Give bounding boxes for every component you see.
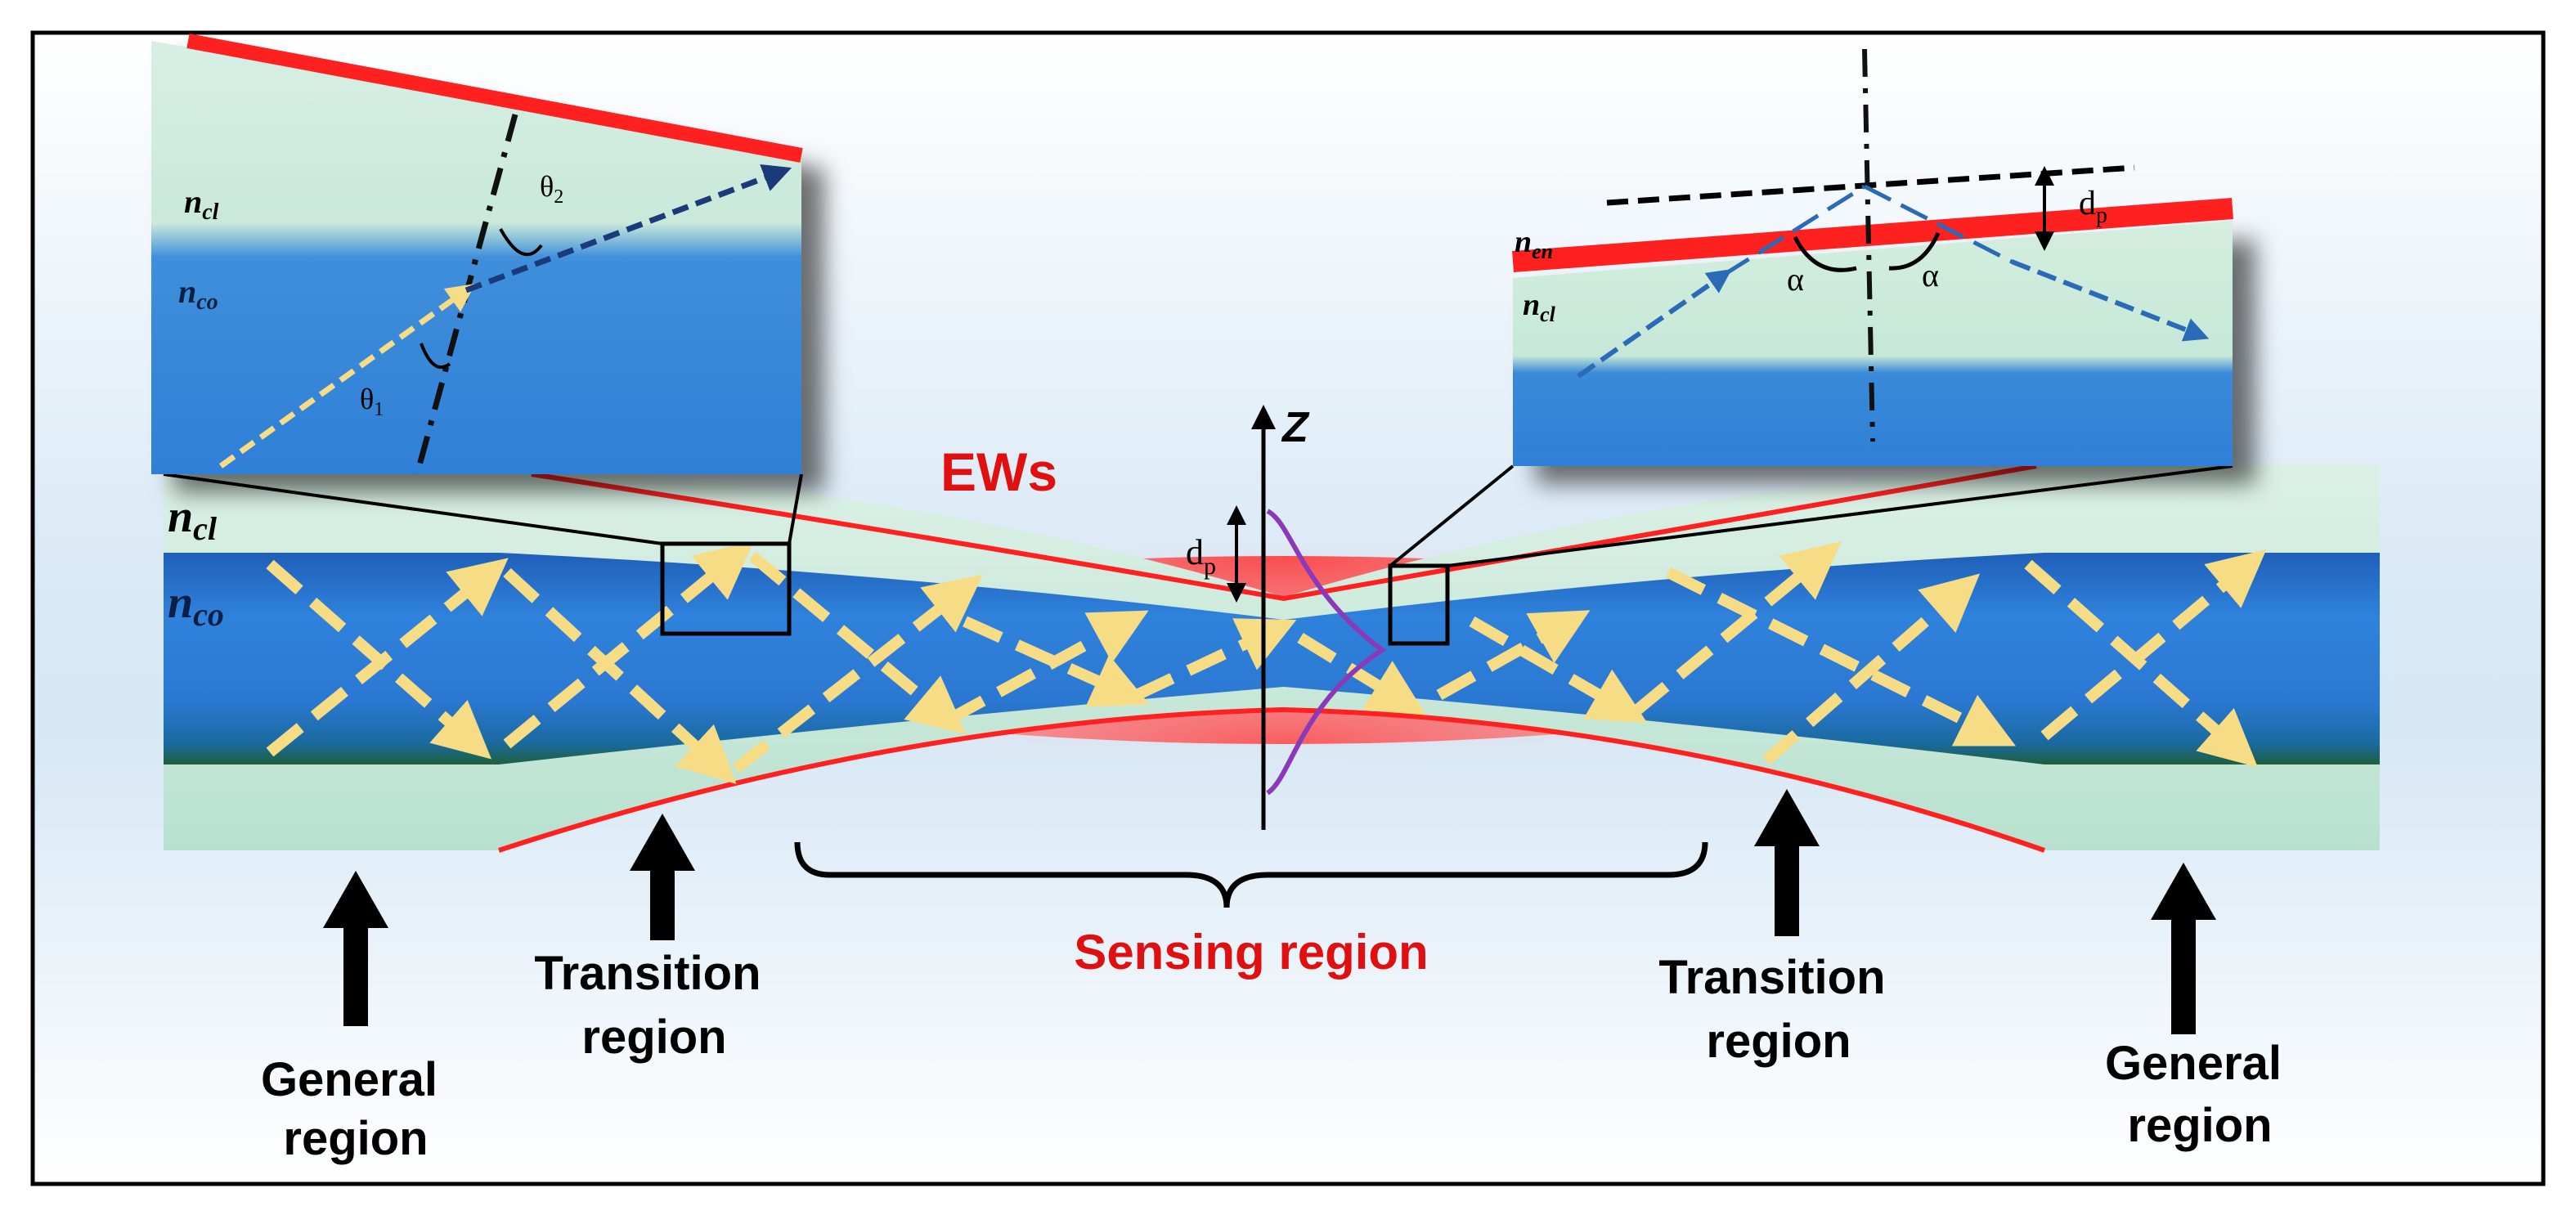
evanescent-boundary-bottom (498, 706, 2045, 853)
light-rays (266, 541, 2267, 784)
ray-mid-d (963, 616, 1150, 707)
left-connector-a (163, 473, 663, 545)
right-inset-incident-ray (1577, 269, 1732, 379)
ray-mid-c (945, 610, 1149, 725)
inset-left-n-cl: ncl (184, 183, 219, 225)
left-general-arrow (323, 871, 388, 1026)
right-transition-arrow (1754, 789, 1820, 936)
right-inset-normal-line (1862, 48, 1875, 442)
ray-right-c (1762, 573, 1981, 765)
left-inset-incident-ray (218, 283, 476, 469)
dp-inset-label: dp (2079, 185, 2107, 228)
right-connector-a (1389, 464, 1515, 567)
ray-mid-e (1134, 618, 1297, 701)
ray-left-c (503, 567, 737, 784)
right-inset-red-boundary (1512, 198, 2233, 272)
ews-label: EWs (940, 442, 1057, 502)
inset-right-n-en: nen (1515, 225, 1553, 263)
right-inset: α α dp nen ncl (1512, 48, 2233, 466)
left-inset-panel (151, 41, 801, 474)
alpha-left-label: α (1787, 261, 1804, 298)
alpha-arc-left (1793, 235, 1857, 272)
ray-mid-b (748, 551, 967, 734)
main-n-co-label: nco (168, 577, 224, 633)
left-inset-refracted-ray (464, 164, 792, 294)
left-inset: ncl nco θ1 θ2 (151, 34, 803, 475)
left-transition-arrow (630, 814, 695, 940)
ray-mid-h (1469, 616, 1648, 724)
ray-right-a (1631, 541, 1842, 716)
theta2-label: θ2 (540, 170, 563, 208)
alpha-arc-right (1888, 231, 1941, 271)
main-n-cl-label: ncl (168, 491, 218, 547)
left-inset-red-boundary (186, 34, 803, 163)
left-connector-b (788, 473, 803, 545)
alpha-right-label: α (1922, 257, 1939, 294)
inset-right-n-cl: ncl (1523, 288, 1556, 326)
right-general-arrow (2151, 863, 2216, 1034)
ray-right-e (2040, 549, 2267, 741)
ray-left-d (503, 541, 754, 749)
left-general-label: General region (261, 1053, 451, 1165)
evanescent-decay-curve (1266, 509, 1387, 796)
right-general-label: General region (2105, 1037, 2295, 1152)
sensing-region-label: Sensing region (1074, 925, 1428, 980)
ray-mid-a (732, 574, 984, 773)
right-inset-reflected-ray (2010, 259, 2210, 342)
ray-mid-g (1436, 610, 1591, 701)
right-inset-penetration-ray-b (1863, 184, 2013, 264)
right-inset-penetration-ray-a (1722, 184, 1866, 277)
sensing-region-brace (794, 841, 1708, 908)
theta2-arc (499, 228, 543, 257)
theta1-label: θ1 (360, 383, 384, 420)
left-transition-label: Transition region (534, 947, 774, 1064)
left-zoom-box (660, 541, 792, 636)
right-connector-b (1447, 464, 2233, 567)
ray-right-b (1665, 567, 2017, 747)
right-transition-label: Transition region (1658, 951, 1898, 1068)
region-arrows (323, 789, 2216, 1034)
theta1-arc (420, 343, 451, 370)
inset-left-n-co: nco (178, 273, 218, 315)
ray-left-b (266, 559, 492, 760)
z-axis-label: Z (1281, 404, 1310, 451)
evanescent-boundary-top (531, 464, 2037, 602)
right-zoom-box (1388, 563, 1450, 646)
dp-main-label: dp (1186, 532, 1216, 580)
